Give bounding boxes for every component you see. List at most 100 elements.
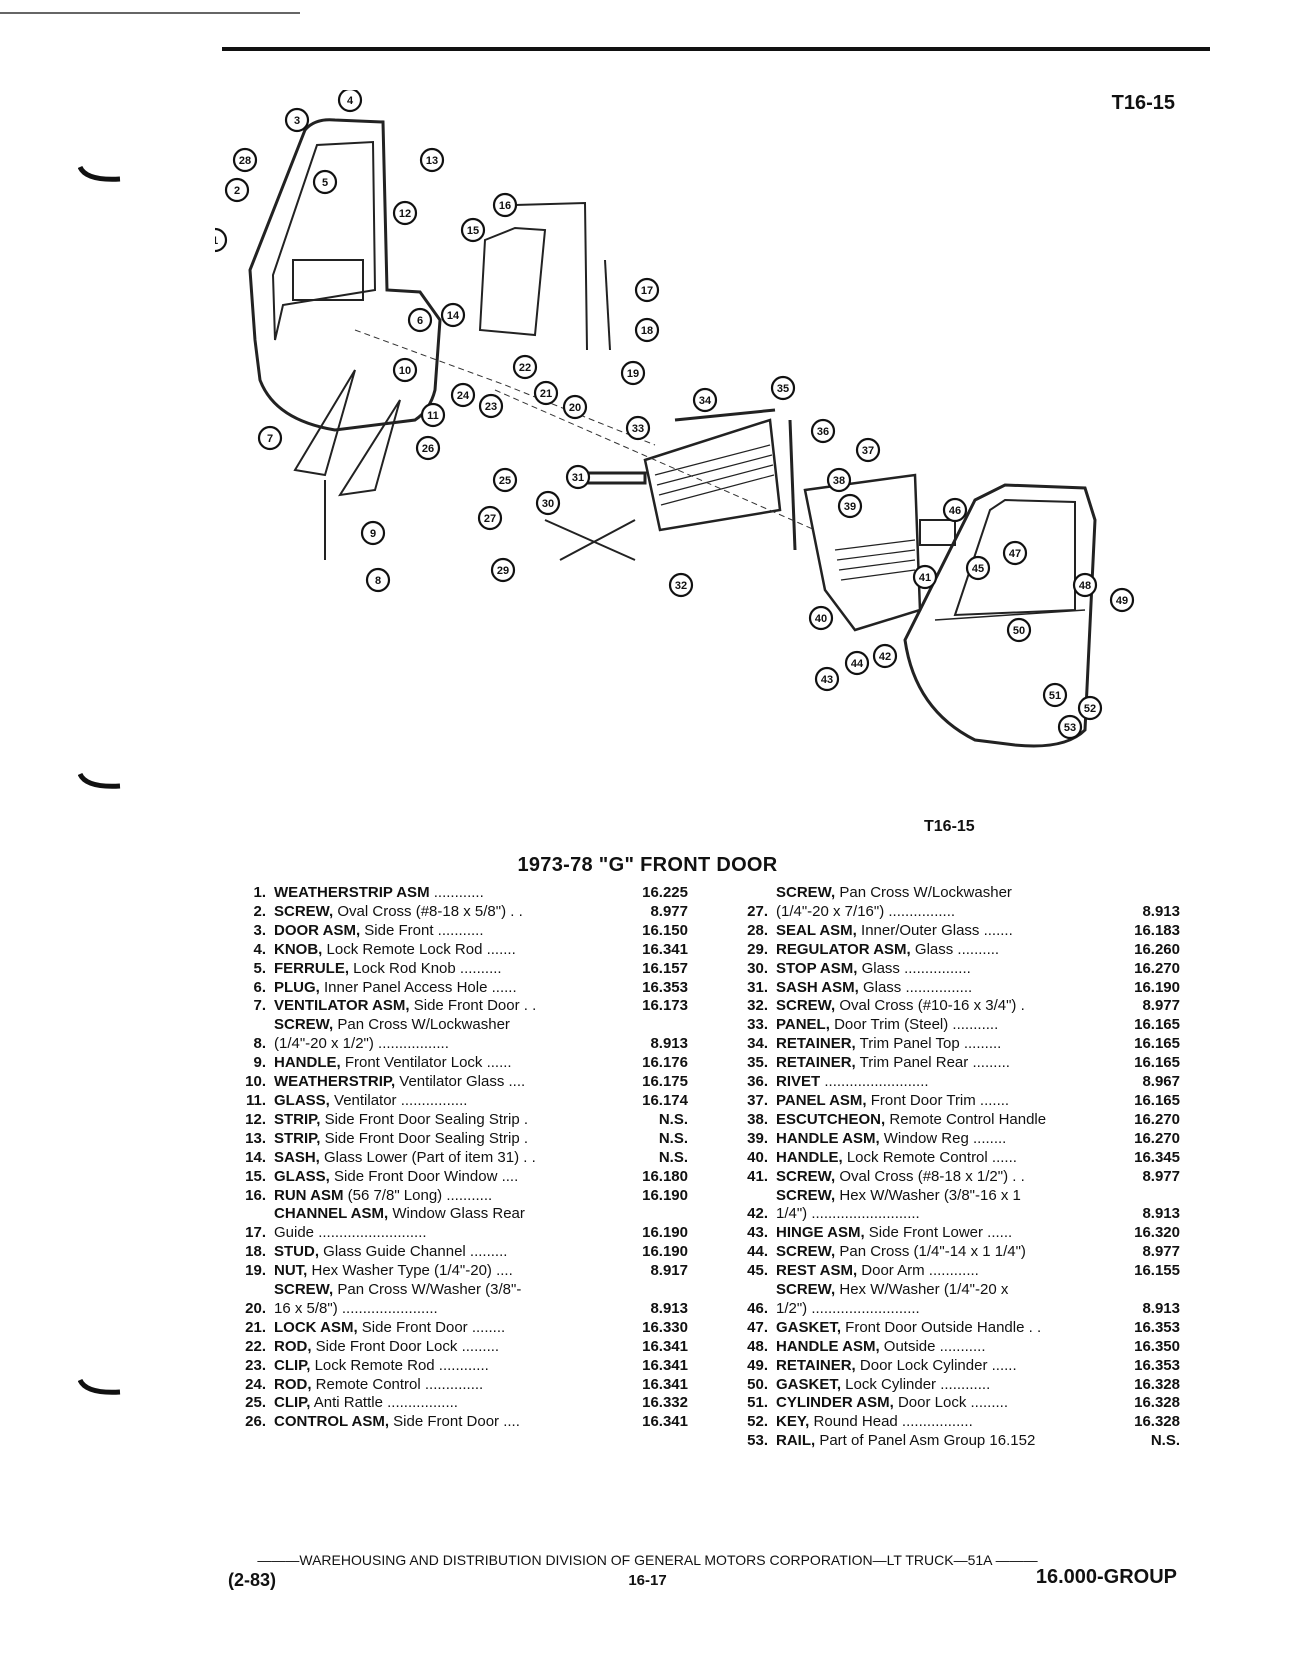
part-group-number: 8.913 [650, 1299, 688, 1317]
ventilator-outline [293, 369, 401, 560]
part-group-number: 8.917 [650, 1262, 688, 1280]
callout-circle [224, 177, 250, 203]
part-group-number: 16.165 [1134, 1091, 1180, 1109]
callout-circle [855, 437, 881, 463]
part-detail: Lock Remote Lock Rod ....... [322, 940, 516, 958]
part-description: SCREW, Pan Cross (1/4"-14 x 1 1/4") [776, 1243, 1102, 1262]
part-description: SASH ASM, Glass ................ [776, 979, 1102, 998]
part-detail: Inner/Outer Glass ....... [856, 921, 1013, 939]
part-detail: Hex W/Washer (1/4"-20 x [835, 1281, 1009, 1299]
part-group-number: 8.913 [1142, 1205, 1180, 1223]
part-name: NUT, [274, 1262, 308, 1280]
part-description: RUN ASM (56 7/8" Long) ........... [274, 1187, 610, 1206]
callout-number: 22 [519, 362, 531, 374]
callout-number: 8 [375, 575, 381, 587]
callout-number: 44 [851, 658, 864, 670]
callout-circle [492, 467, 518, 493]
callout-circle [1002, 540, 1028, 566]
part-number: 28. [747, 921, 768, 939]
part-number: 11. [245, 1091, 266, 1109]
callout-bubble: 19 [620, 360, 646, 386]
part-name: RETAINER, [776, 1356, 856, 1374]
part-number: 18. [245, 1243, 266, 1261]
callout-circle [477, 505, 503, 531]
callout-circle [872, 643, 898, 669]
part-name: KEY, [776, 1413, 810, 1431]
part-detail: Hex W/Washer (3/8"-16 x 1 [835, 1186, 1021, 1204]
part-detail: Front Ventilator Lock ...... [340, 1054, 512, 1072]
callout-circle [562, 394, 588, 420]
callout-circle [419, 147, 445, 173]
part-description: CONTROL ASM, Side Front Door .... [274, 1413, 610, 1432]
part-description: GLASS, Ventilator ................ [274, 1092, 610, 1111]
part-number: 14. [245, 1148, 266, 1166]
callout-bubble: 28 [232, 147, 258, 173]
callout-number: 23 [485, 401, 497, 413]
part-number: 43. [747, 1224, 768, 1242]
part-detail: Side Front Door .... [389, 1413, 520, 1431]
part-description: SCREW, Oval Cross (#8-18 x 5/8") . . [274, 903, 610, 922]
part-description: HANDLE, Lock Remote Control ...... [776, 1149, 1102, 1168]
callout-number: 2 [234, 185, 240, 197]
callout-circle [965, 555, 991, 581]
part-number: 12. [245, 1110, 266, 1128]
part-row: 15.GLASS, Side Front Door Window ....16.… [226, 1168, 688, 1187]
part-name: STOP ASM, [776, 959, 858, 977]
part-detail: Pan Cross (1/4"-14 x 1 1/4") [835, 1243, 1026, 1261]
part-row: 6.PLUG, Inner Panel Access Hole ......16… [226, 979, 688, 998]
callout-bubble: 26 [415, 435, 441, 461]
publisher-line: ———WAREHOUSING AND DISTRIBUTION DIVISION… [257, 1552, 1038, 1568]
part-description: GASKET, Front Door Outside Handle . . [776, 1319, 1102, 1338]
part-row: 43.HINGE ASM, Side Front Lower ......16.… [728, 1224, 1180, 1243]
window-glass-outline [478, 201, 611, 351]
part-group-number: 16.350 [1134, 1337, 1180, 1355]
part-detail: Lock Cylinder ............ [841, 1375, 991, 1393]
part-detail: Door Arm ............ [857, 1262, 979, 1280]
callout-number: 1 [215, 235, 218, 247]
callout-circle [692, 387, 718, 413]
part-detail: Remote Control .............. [311, 1375, 484, 1393]
callout-bubble: 43 [814, 666, 840, 692]
part-name: SCREW, [274, 1016, 334, 1034]
part-group-number: 8.977 [1142, 997, 1180, 1015]
part-row: 9.HANDLE, Front Ventilator Lock ......16… [226, 1054, 688, 1073]
part-row: 40.HANDLE, Lock Remote Control ......16.… [728, 1149, 1180, 1168]
part-row: 2.SCREW, Oval Cross (#8-18 x 5/8") . .8.… [226, 903, 688, 922]
callout-number: 45 [972, 563, 984, 575]
callout-number: 40 [815, 613, 827, 625]
callout-number: 38 [833, 475, 845, 487]
part-row: 44.SCREW, Pan Cross (1/4"-14 x 1 1/4")8.… [728, 1243, 1180, 1262]
part-name: SCREW, [776, 1167, 836, 1185]
part-row: 31.SASH ASM, Glass ................16.19… [728, 979, 1180, 998]
part-number: 32. [747, 997, 768, 1015]
part-name: FERRULE, [274, 959, 349, 977]
part-group-number: 16.180 [642, 1167, 688, 1185]
part-group-number: 16.353 [642, 978, 688, 996]
part-number: 49. [747, 1356, 768, 1374]
part-group-number: 16.270 [1134, 959, 1180, 977]
part-detail: Side Front Door ........ [357, 1318, 506, 1336]
part-number: 34. [747, 1035, 768, 1053]
part-name: GASKET, [776, 1375, 842, 1393]
group-code: 16.000-GROUP [1035, 1566, 1177, 1588]
callout-number: 31 [572, 472, 584, 484]
part-row: 16.RUN ASM (56 7/8" Long) ...........16.… [226, 1187, 688, 1206]
part-name: HANDLE, [274, 1054, 341, 1072]
callout-bubble: 50 [1006, 617, 1032, 643]
part-name: CLIP, [274, 1356, 311, 1374]
part-group-number: 16.165 [1134, 1016, 1180, 1034]
part-group-number: 16.341 [642, 1356, 688, 1374]
part-row: 30.STOP ASM, Glass ................16.27… [728, 960, 1180, 979]
part-row: 5.FERRULE, Lock Rod Knob ..........16.15… [226, 960, 688, 979]
part-number: 19. [245, 1262, 266, 1280]
callout-bubble: 18 [634, 317, 660, 343]
callout-number: 29 [497, 565, 509, 577]
part-description: STOP ASM, Glass ................ [776, 960, 1102, 979]
callout-circle [808, 605, 834, 631]
part-detail: Door Trim (Steel) ........... [829, 1016, 999, 1034]
callout-circle [565, 464, 591, 490]
callout-bubble: 3 [284, 107, 310, 133]
part-group-number: N.S. [658, 1129, 688, 1147]
front-door-trim-outline [803, 473, 956, 632]
